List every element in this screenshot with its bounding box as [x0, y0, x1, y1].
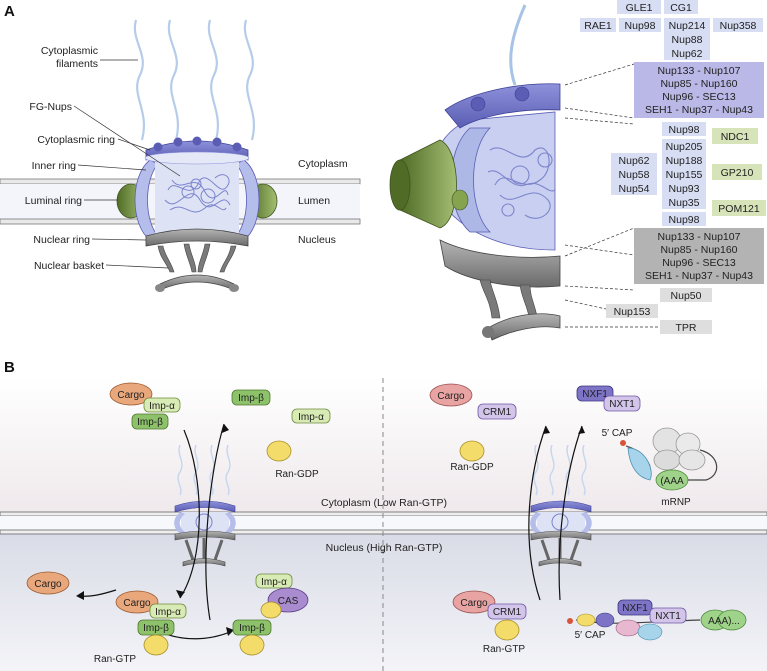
label-cytoplasm: Cytoplasm — [298, 158, 348, 170]
box-nup98-b: Nup98 — [669, 214, 700, 226]
cas: CAS — [278, 596, 299, 607]
box-inner-3: Nup93 — [669, 183, 700, 195]
arrowheads — [76, 424, 585, 636]
box-ndc1: NDC1 — [721, 131, 750, 143]
imp-b-ran: Imp-β — [239, 623, 265, 634]
imp-b-free: Imp-β — [238, 393, 264, 404]
label-cytoplasmic-filaments-2: filaments — [56, 58, 98, 70]
nxf1-nuc: NXF1 — [622, 603, 648, 614]
mrnp-label: mRNP — [661, 497, 691, 508]
box-cyto-y-0: Nup133 - Nup107 — [658, 65, 741, 77]
ran-gdp-import: Ran-GDP — [275, 469, 319, 480]
box-rae1: RAE1 — [584, 20, 612, 32]
cap-cyto: 5′ CAP — [602, 428, 633, 439]
nxt1-cyto: NXT1 — [609, 399, 635, 410]
box-pom121: POM121 — [718, 203, 760, 215]
crm1-cyto: CRM1 — [483, 407, 512, 418]
aaa-nuc: AAA)... — [708, 616, 740, 627]
ran-gtp-import: Ran-GTP — [94, 654, 137, 665]
npc-left — [116, 136, 278, 292]
ran-gtp-export: Ran-GTP — [483, 644, 526, 655]
label-inner-ring: Inner ring — [32, 160, 77, 172]
imp-a-nuc: Imp-α — [155, 607, 181, 618]
box-nup50: Nup50 — [671, 290, 702, 302]
label-nuclear-basket: Nuclear basket — [34, 260, 104, 272]
label-lumen: Lumen — [298, 195, 330, 207]
cargo-top: Cargo — [117, 390, 145, 401]
label-cytoplasmic-ring: Cytoplasmic ring — [37, 134, 115, 146]
label-cytoplasm-low-ran: Cytoplasm (Low Ran-GTP) — [321, 497, 447, 509]
box-cyto-y-2: Nup96 - SEC13 — [662, 91, 736, 103]
nucleus-bg — [0, 512, 767, 671]
box-nup98-a: Nup98 — [669, 124, 700, 136]
box-nup153: Nup153 — [614, 306, 651, 318]
panel-a-label: A — [4, 3, 15, 20]
box-tpr: TPR — [676, 322, 697, 334]
imp-b-nuc: Imp-β — [143, 623, 169, 634]
ran-gdp-export: Ran-GDP — [450, 462, 494, 473]
nxt1-nuc: NXT1 — [655, 611, 681, 622]
box-gle1: GLE1 — [626, 2, 653, 14]
nxf1-cyto: NXF1 — [582, 389, 608, 400]
imp-b-top: Imp-β — [137, 417, 163, 428]
box-cyto-y-1: Nup85 - Nup160 — [660, 78, 737, 90]
box-inner-4: Nup35 — [669, 197, 700, 209]
cap-nuc: 5′ CAP — [575, 630, 606, 641]
box-nup98-top: Nup98 — [625, 20, 656, 32]
npc-zoom — [389, 4, 561, 341]
box-nup88: Nup88 — [672, 34, 703, 46]
left-leader-lines — [73, 59, 181, 269]
imp-a-top: Imp-α — [149, 401, 175, 412]
label-nucleus-high-ran: Nucleus (High Ran-GTP) — [326, 542, 443, 554]
nup-boxes: GLE1 CG1 RAE1 Nup98 Nup214 Nup88 Nup62 N… — [580, 0, 766, 334]
box-gp210: GP210 — [721, 167, 754, 179]
label-nuclear-ring: Nuclear ring — [33, 234, 90, 246]
imp-a-free: Imp-α — [298, 412, 324, 423]
export-molecules: Cargo CRM1 Ran-GDP NXF1 NXT1 5′ CAP (AAA… — [429, 383, 747, 655]
box-nup358: Nup358 — [720, 20, 757, 32]
box-inner-left-2: Nup54 — [619, 183, 650, 195]
crm1-nuc: CRM1 — [493, 607, 522, 618]
zoom-connectors — [564, 63, 660, 328]
box-nuc-y-0: Nup133 - Nup107 — [658, 231, 741, 243]
box-nup214: Nup214 — [669, 20, 706, 32]
cytoplasmic-filaments — [133, 19, 255, 141]
box-nuc-y-2: Nup96 - SEC13 — [662, 257, 736, 269]
box-cyto-y-3: SEH1 - Nup37 - Nup43 — [645, 104, 753, 116]
box-inner-1: Nup188 — [666, 155, 703, 167]
cargo-cyto: Cargo — [437, 391, 465, 402]
aaa-cyto: (AAA — [660, 476, 684, 487]
npc-small-import — [174, 444, 236, 567]
box-nuc-y-3: SEH1 - Nup37 - Nup43 — [645, 270, 753, 282]
cargo-nuc: Cargo — [123, 598, 151, 609]
cargo-released: Cargo — [34, 579, 62, 590]
box-nup62-top: Nup62 — [672, 48, 703, 60]
cas-imp-a: Imp-α — [261, 577, 287, 588]
label-cytoplasmic-filaments-1: Cytoplasmic — [41, 45, 98, 57]
box-nuc-y-1: Nup85 - Nup160 — [660, 244, 737, 256]
panel-b-label: B — [4, 359, 15, 376]
label-fg-nups: FG-Nups — [29, 101, 72, 113]
cargo-nuc-export: Cargo — [460, 598, 488, 609]
box-cg1: CG1 — [670, 2, 692, 14]
label-luminal-ring: Luminal ring — [25, 195, 82, 207]
box-inner-left-0: Nup62 — [619, 155, 650, 167]
box-inner-2: Nup155 — [666, 169, 703, 181]
box-inner-0: Nup205 — [666, 141, 703, 153]
import-molecules: Cargo Imp-α Imp-β Imp-β Imp-α Ran-GDP Ca… — [26, 382, 331, 665]
label-nucleus: Nucleus — [298, 234, 336, 246]
box-inner-left-1: Nup58 — [619, 169, 650, 181]
